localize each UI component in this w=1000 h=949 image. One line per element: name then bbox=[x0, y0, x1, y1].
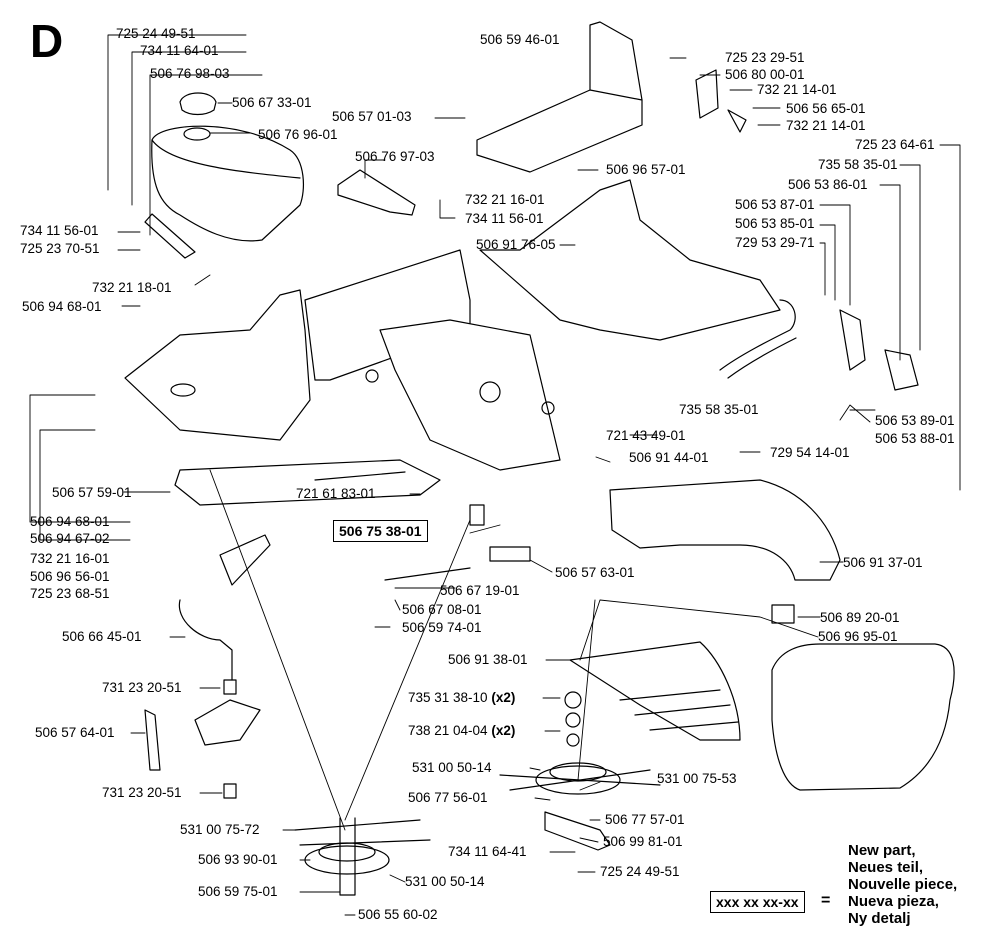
part-label: 506 93 90-01 bbox=[198, 852, 278, 867]
part-label: 731 23 20-51 bbox=[102, 785, 182, 800]
part-label: 506 59 46-01 bbox=[480, 32, 560, 47]
part-label: 506 91 44-01 bbox=[629, 450, 709, 465]
part-label: 721 43 49-01 bbox=[606, 428, 686, 443]
part-label: 732 21 14-01 bbox=[757, 82, 837, 97]
part-label: 506 94 68-01 bbox=[30, 514, 110, 529]
part-label: 725 23 29-51 bbox=[725, 50, 805, 65]
small-parts bbox=[144, 309, 919, 851]
part-label: 506 91 37-01 bbox=[843, 555, 923, 570]
latch-bracket bbox=[695, 69, 747, 133]
part-label: 531 00 50-14 bbox=[412, 760, 492, 775]
part-label: 506 91 38-01 bbox=[448, 652, 528, 667]
part-label: 506 57 59-01 bbox=[52, 485, 132, 500]
legend-line: New part, bbox=[848, 842, 916, 859]
part-label: 506 96 95-01 bbox=[818, 629, 898, 644]
part-label: 531 00 75-72 bbox=[180, 822, 260, 837]
part-label: 735 58 35-01 bbox=[818, 157, 898, 172]
legend-equals: = bbox=[821, 892, 831, 909]
part-label: 734 11 56-01 bbox=[20, 223, 99, 238]
part-label: 734 11 56-01 bbox=[465, 211, 544, 226]
legend-line: Nueva pieza, bbox=[848, 893, 939, 910]
part-label: 732 21 18-01 bbox=[92, 280, 172, 295]
part-label: 506 96 57-01 bbox=[606, 162, 686, 177]
part-number: 735 31 38-10 bbox=[408, 690, 488, 705]
part-label: 725 24 49-51 bbox=[116, 26, 196, 41]
part-label: 506 67 19-01 bbox=[440, 583, 520, 598]
section-letter: D bbox=[30, 15, 64, 67]
part-label: 506 57 63-01 bbox=[555, 565, 635, 580]
part-label: 506 53 89-01 bbox=[875, 413, 955, 428]
part-label: 725 23 70-51 bbox=[20, 241, 100, 256]
part-label: 734 11 64-01 bbox=[140, 43, 219, 58]
legend-new-part: New part, Neues teil, Nouvelle piece, Nu… bbox=[848, 842, 957, 927]
highlighted-part-number: 506 75 38-01 bbox=[333, 520, 428, 542]
leader-lines bbox=[29, 34, 961, 916]
seat-plate bbox=[476, 21, 643, 173]
part-label: 506 67 33-01 bbox=[232, 95, 312, 110]
part-label: 506 56 65-01 bbox=[786, 101, 866, 116]
part-label: 506 53 86-01 bbox=[788, 177, 868, 192]
part-label: 506 76 98-03 bbox=[150, 66, 230, 81]
part-label: 506 59 74-01 bbox=[402, 620, 482, 635]
legend-line: Neues teil, bbox=[848, 859, 924, 876]
part-label: 506 57 01-03 bbox=[332, 109, 412, 124]
legend-line: Ny detalj bbox=[848, 910, 911, 927]
part-number: 738 21 04-04 bbox=[408, 723, 488, 738]
part-label: 732 21 16-01 bbox=[30, 551, 110, 566]
fuel-tank bbox=[151, 92, 305, 242]
part-label: 506 89 20-01 bbox=[820, 610, 900, 625]
part-label: 506 53 85-01 bbox=[735, 216, 815, 231]
part-label: 506 57 64-01 bbox=[35, 725, 115, 740]
part-label: 506 53 88-01 bbox=[875, 431, 955, 446]
part-label: 531 00 50-14 bbox=[405, 874, 485, 889]
fender-cover bbox=[609, 479, 841, 581]
part-label: 735 58 35-01 bbox=[679, 402, 759, 417]
part-label: 506 59 75-01 bbox=[198, 884, 278, 899]
part-label: 732 21 16-01 bbox=[465, 192, 545, 207]
part-label: 721 61 83-01 bbox=[296, 486, 376, 501]
main-frame bbox=[124, 179, 797, 506]
part-label: 506 77 57-01 bbox=[605, 812, 685, 827]
part-label: 506 53 87-01 bbox=[735, 197, 815, 212]
part-label: 506 67 08-01 bbox=[402, 602, 482, 617]
deck-plate bbox=[569, 641, 741, 741]
part-label: 732 21 14-01 bbox=[786, 118, 866, 133]
part-label: 506 94 68-01 bbox=[22, 299, 102, 314]
part-label: 729 54 14-01 bbox=[770, 445, 850, 460]
part-label: 506 76 97-03 bbox=[355, 149, 435, 164]
part-label: 725 23 68-51 bbox=[30, 586, 110, 601]
part-label: 725 24 49-51 bbox=[600, 864, 680, 879]
legend-line: Nouvelle piece, bbox=[848, 876, 958, 893]
part-label: 506 77 56-01 bbox=[408, 790, 488, 805]
part-label: 506 80 00-01 bbox=[725, 67, 805, 82]
part-label: 506 66 45-01 bbox=[62, 629, 142, 644]
part-label: 506 99 81-01 bbox=[603, 834, 683, 849]
pulley-upper bbox=[499, 762, 661, 795]
quantity: (x2) bbox=[491, 690, 516, 705]
part-label: 531 00 75-53 bbox=[657, 771, 737, 786]
part-label: 729 53 29-71 bbox=[735, 235, 815, 250]
legend-placeholder: xxx xx xx-xx bbox=[710, 891, 805, 913]
part-label: 506 76 96-01 bbox=[258, 127, 338, 142]
quantity: (x2) bbox=[491, 723, 516, 738]
part-label-with-qty: 735 31 38-10 (x2) bbox=[408, 690, 515, 706]
part-label: 506 55 60-02 bbox=[358, 907, 438, 922]
part-label: 725 23 64-61 bbox=[855, 137, 935, 152]
part-label: 734 11 64-41 bbox=[448, 844, 527, 859]
side-panel bbox=[771, 643, 955, 791]
part-label: 731 23 20-51 bbox=[102, 680, 182, 695]
part-label: 506 94 67-02 bbox=[30, 531, 110, 546]
part-label-with-qty: 738 21 04-04 (x2) bbox=[408, 723, 515, 739]
part-label: 506 91 76-05 bbox=[476, 237, 556, 252]
part-label: 506 96 56-01 bbox=[30, 569, 110, 584]
